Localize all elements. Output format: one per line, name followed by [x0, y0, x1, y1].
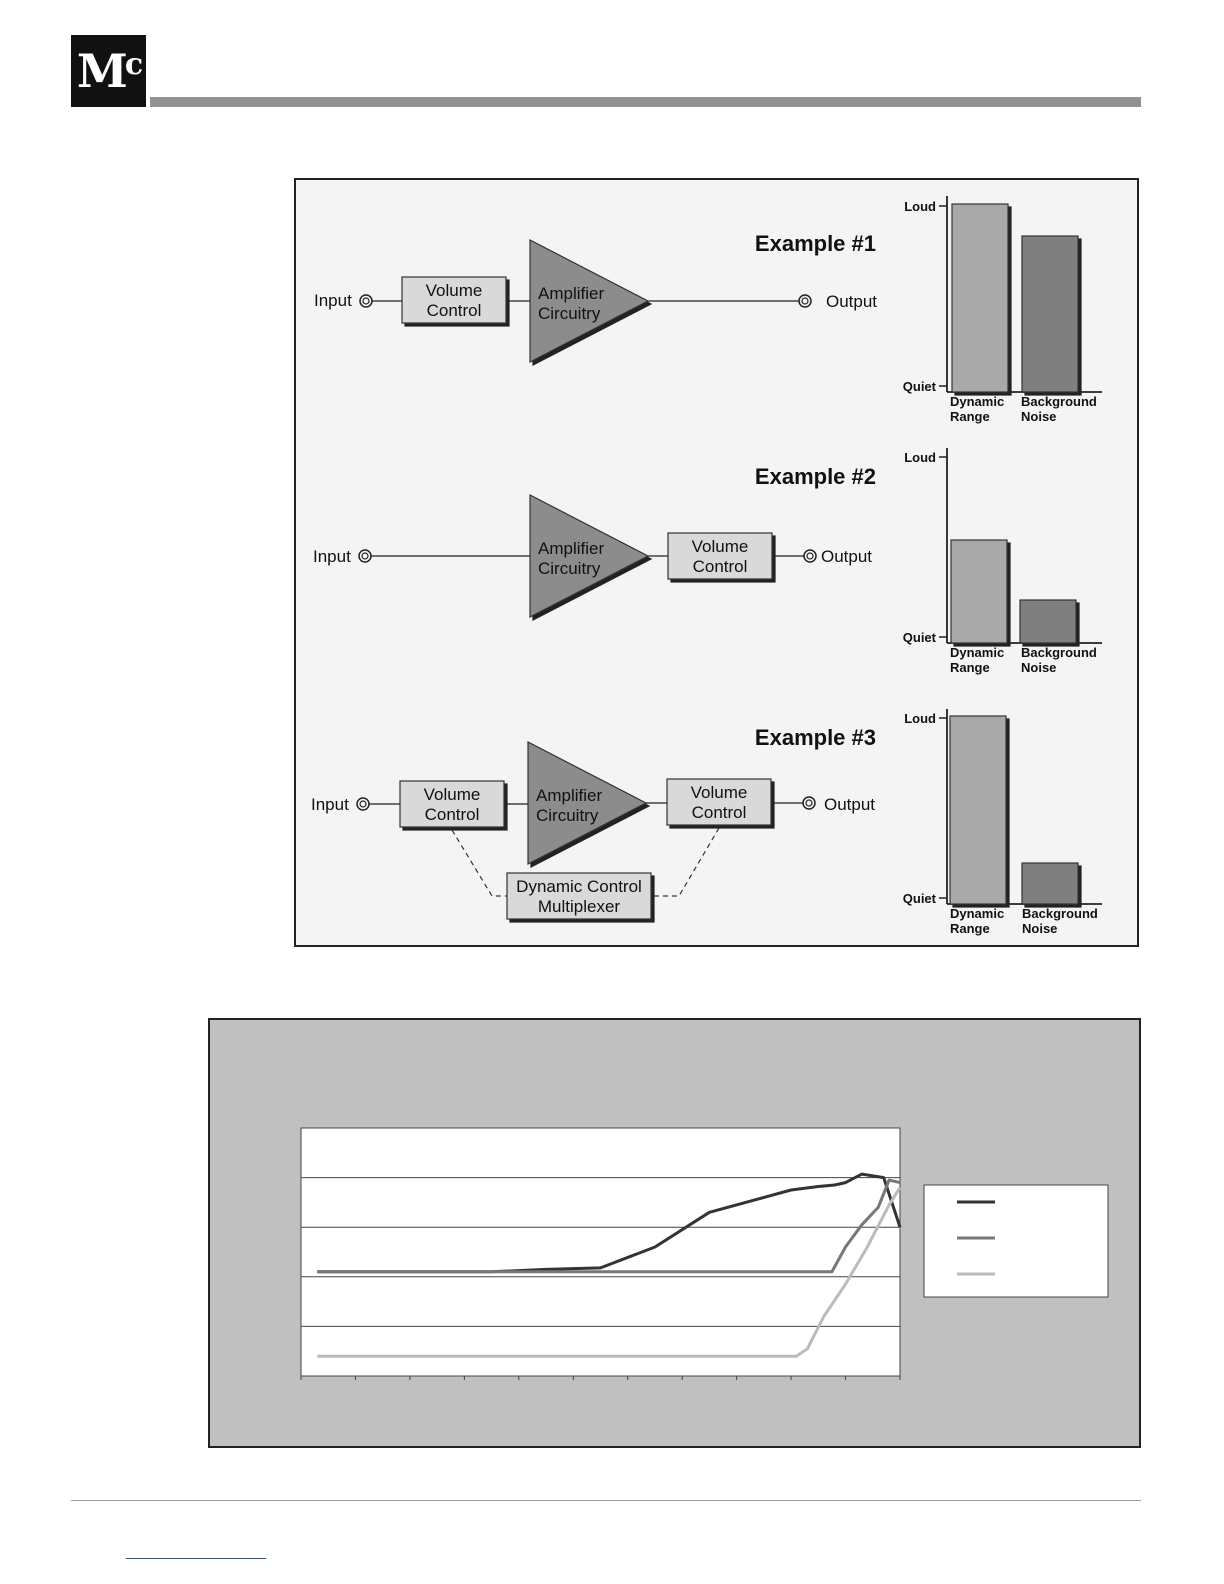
block-label-line2: Control: [425, 805, 480, 824]
example-1-output-label: Output: [826, 292, 877, 311]
output-jack-inner: [805, 799, 813, 807]
footer-link-underline[interactable]: [126, 1558, 266, 1559]
loud-label: Loud: [904, 199, 936, 214]
dynamic-range-bar: [949, 715, 1007, 905]
example-3: Example #3 Input Volume Control Amplifie…: [311, 709, 1102, 936]
volume-control-block: [401, 276, 507, 324]
control-line-right: [652, 827, 720, 897]
line-chart: [300, 1127, 1109, 1380]
block-label-line1: Volume: [692, 537, 749, 556]
example-2: Example #2 Input Amplifier Circuitry Vol…: [313, 448, 1102, 675]
quiet-label: Quiet: [903, 630, 937, 645]
output-jack-icon: [803, 549, 817, 563]
bar-label-dynamic: Dynamic: [950, 906, 1004, 921]
amp-label-line2: Circuitry: [538, 559, 601, 578]
bar-label-range: Range: [950, 409, 990, 424]
input-jack-icon: [356, 797, 370, 811]
legend-swatches: [957, 1200, 995, 1276]
quiet-label: Quiet: [903, 379, 937, 394]
multiplexer-label-line2: Multiplexer: [538, 897, 621, 916]
bar-label-range: Range: [950, 660, 990, 675]
input-jack-inner: [362, 297, 370, 305]
example-3-title: Example #3: [755, 725, 876, 750]
amplifier-triangle: [529, 494, 650, 618]
output-jack-inner: [806, 552, 814, 560]
level-chart-2: Loud Quiet Dynamic Range Background Nois…: [903, 448, 1102, 675]
bar-label-background: Background: [1021, 645, 1097, 660]
bar-label-noise: Noise: [1021, 660, 1056, 675]
background-noise-bar: [1019, 599, 1077, 644]
example-3-output-label: Output: [824, 795, 875, 814]
dynamic-control-multiplexer-block: [506, 872, 652, 920]
input-jack-icon: [359, 294, 373, 308]
dynamic-range-bar: [950, 539, 1008, 644]
input-jack-icon: [358, 549, 372, 563]
bar-label-noise: Noise: [1021, 409, 1056, 424]
response-chart-panel: [208, 1018, 1141, 1448]
bar-label-range: Range: [950, 921, 990, 936]
series-line-2: [317, 1178, 901, 1274]
example-2-input-label: Input: [313, 547, 351, 566]
block-label-line1: Volume: [426, 281, 483, 300]
amp-label-line1: Amplifier: [538, 284, 604, 303]
amplifier-triangle: [527, 741, 648, 865]
example-2-output-label: Output: [821, 547, 872, 566]
volume-control-diagram: Example #1 Input Volume Control Amplifie…: [294, 178, 1139, 947]
level-chart-1: Loud Quiet Dynamic Range Background Nois…: [903, 196, 1102, 424]
bar-label-background: Background: [1022, 906, 1098, 921]
background-noise-bar: [1021, 862, 1079, 905]
dynamic-range-bar: [951, 203, 1009, 393]
amplifier-triangle: [529, 239, 650, 363]
loud-label: Loud: [904, 711, 936, 726]
plot-area: [300, 1127, 901, 1377]
x-ticks: [300, 1376, 901, 1380]
volume-control-block-input: [399, 780, 505, 828]
series-lines: [317, 1172, 902, 1358]
legend-box: [923, 1184, 1109, 1298]
level-chart-3: Loud Quiet Dynamic Range Background Nois…: [903, 709, 1102, 936]
logo-main: M: [76, 44, 128, 98]
output-jack-icon: [798, 294, 812, 308]
block-label-line1: Volume: [691, 783, 748, 802]
example-1-input-label: Input: [314, 291, 352, 310]
block-label-line2: Control: [692, 803, 747, 822]
bar-label-dynamic: Dynamic: [950, 394, 1004, 409]
block-label-line2: Control: [693, 557, 748, 576]
control-line-left: [451, 829, 507, 897]
series-line-3: [317, 1186, 902, 1358]
quiet-label: Quiet: [903, 891, 937, 906]
header-rule: [150, 97, 1141, 107]
input-jack-inner: [359, 800, 367, 808]
example-1: Example #1 Input Volume Control Amplifie…: [314, 196, 1102, 424]
loud-label: Loud: [904, 450, 936, 465]
bar-label-background: Background: [1021, 394, 1097, 409]
logo-accent: c: [124, 47, 143, 82]
bar-label-dynamic: Dynamic: [950, 645, 1004, 660]
block-label-line2: Control: [427, 301, 482, 320]
bar-label-noise: Noise: [1022, 921, 1057, 936]
example-1-title: Example #1: [755, 231, 876, 256]
output-jack-icon: [802, 796, 816, 810]
example-3-input-label: Input: [311, 795, 349, 814]
input-jack-inner: [361, 552, 369, 560]
background-noise-bar: [1021, 235, 1079, 393]
multiplexer-label-line1: Dynamic Control: [516, 877, 642, 896]
gridlines: [301, 1177, 900, 1327]
diagram-svg: Example #1 Input Volume Control Amplifie…: [311, 196, 1102, 936]
footer-rule: [71, 1500, 1141, 1501]
amp-label-line1: Amplifier: [536, 786, 602, 805]
amp-label-line2: Circuitry: [536, 806, 599, 825]
volume-control-block: [667, 532, 773, 580]
block-label-line1: Volume: [424, 785, 481, 804]
output-jack-inner: [801, 297, 809, 305]
volume-control-block-output: [666, 778, 772, 826]
amp-label-line1: Amplifier: [538, 539, 604, 558]
example-2-title: Example #2: [755, 464, 876, 489]
amp-label-line2: Circuitry: [538, 304, 601, 323]
